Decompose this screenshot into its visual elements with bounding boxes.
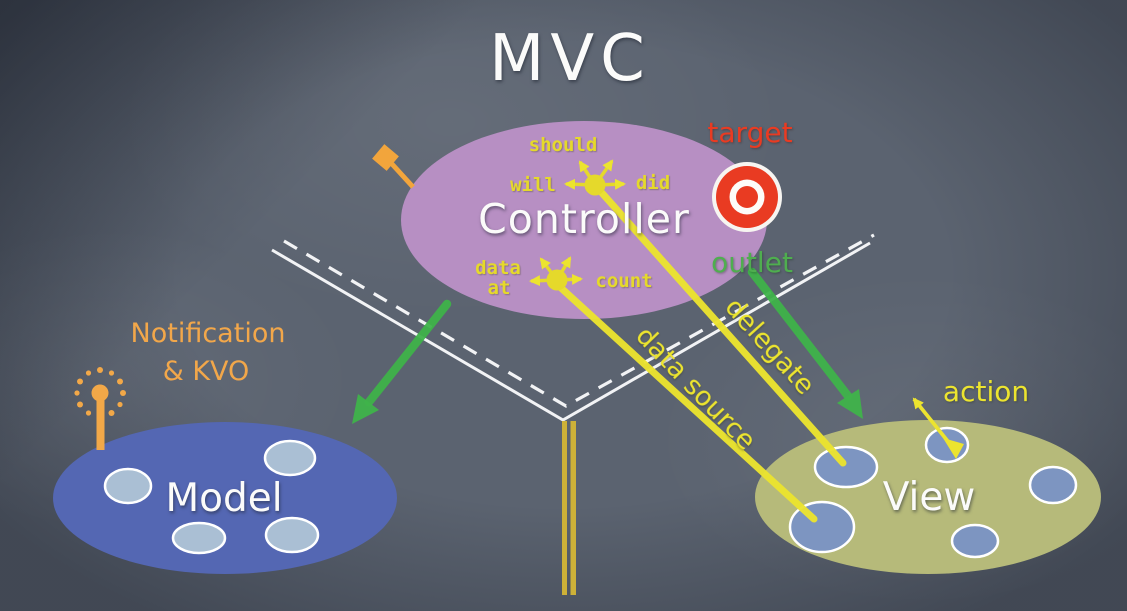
action-arrow-base bbox=[943, 438, 964, 459]
flag-marker-icon bbox=[372, 144, 415, 189]
message-hub-dot bbox=[584, 174, 606, 196]
area-divider-lines bbox=[271, 233, 875, 422]
action-arrow bbox=[912, 397, 964, 459]
notification-label-line2: & KVO bbox=[163, 356, 250, 387]
post-bar-right bbox=[570, 421, 576, 595]
model-label: Model bbox=[165, 476, 282, 521]
radio-antenna-icon bbox=[74, 367, 126, 450]
target-bullseye-icon bbox=[712, 162, 782, 232]
model-port bbox=[171, 521, 227, 555]
antenna-mast bbox=[96, 396, 105, 450]
data-label: data bbox=[475, 257, 521, 279]
antenna-radiation-dots bbox=[74, 367, 126, 416]
green-arrow-shaft bbox=[747, 267, 853, 401]
antenna-ball bbox=[91, 384, 109, 402]
data-count-message-hub bbox=[529, 256, 583, 291]
action-label: action bbox=[943, 375, 1029, 408]
view-label: View bbox=[883, 475, 976, 520]
controller-ellipse bbox=[401, 121, 767, 319]
count-label: count bbox=[595, 270, 652, 292]
controller-to-model-arrow bbox=[352, 299, 452, 424]
green-arrow-shaft bbox=[364, 299, 452, 407]
flag-stick bbox=[390, 162, 415, 189]
will-did-message-hub bbox=[564, 159, 626, 196]
post-bar-left bbox=[562, 421, 567, 595]
model-port bbox=[264, 516, 320, 554]
controller-label: Controller bbox=[478, 195, 690, 243]
green-arrow-head bbox=[837, 389, 863, 419]
notification-label-line1: Notification bbox=[131, 318, 286, 349]
view-port bbox=[813, 445, 879, 489]
view-port bbox=[950, 523, 1000, 559]
divider-solid-line bbox=[271, 241, 871, 422]
should-label: should bbox=[529, 134, 598, 156]
model-group bbox=[53, 422, 397, 574]
target-label: target bbox=[707, 116, 792, 149]
divider-dashed-line bbox=[283, 233, 875, 408]
slide-title: MVC bbox=[489, 22, 651, 96]
view-port bbox=[1028, 465, 1078, 505]
boundary-double-post bbox=[562, 421, 576, 595]
did-label: did bbox=[636, 172, 670, 194]
data-source-label: data source bbox=[629, 320, 762, 456]
target-center bbox=[736, 186, 758, 208]
will-label: will bbox=[510, 174, 556, 196]
outlet-label: outlet bbox=[711, 246, 793, 279]
action-arrow-shaft bbox=[912, 397, 952, 446]
data-source-line bbox=[556, 283, 818, 523]
model-port bbox=[103, 467, 153, 505]
controller-to-view-arrow bbox=[747, 267, 863, 419]
message-hub-dot bbox=[546, 269, 568, 291]
green-arrow-head bbox=[352, 394, 379, 424]
flag-square bbox=[372, 144, 399, 171]
model-port bbox=[263, 439, 317, 477]
delegate-line bbox=[598, 189, 847, 467]
at-label: at bbox=[488, 277, 511, 299]
